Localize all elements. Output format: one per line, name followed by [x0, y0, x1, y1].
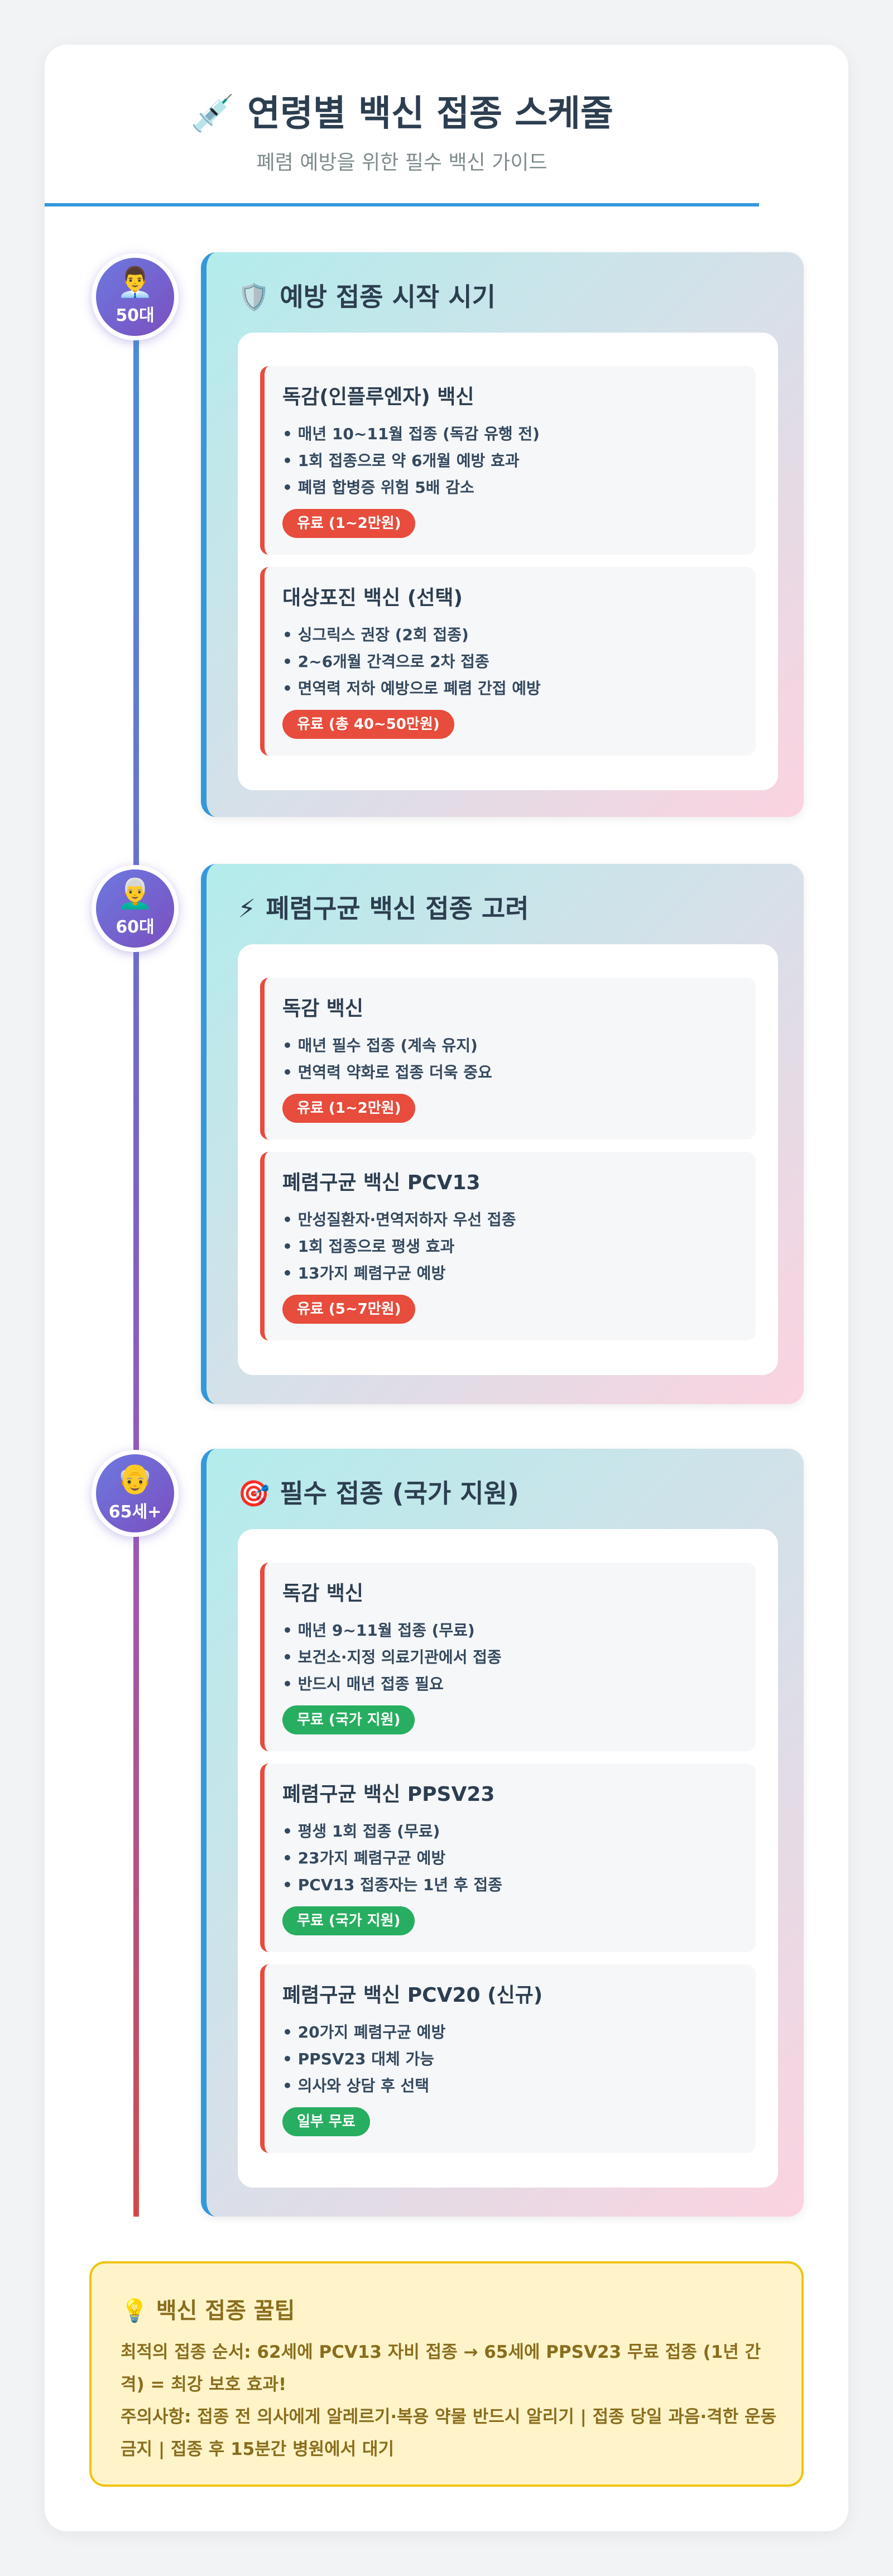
- cost-badge: 무료 (국가 지원): [282, 1705, 415, 1734]
- vaccine-card: 폐렴구균 백신 PCV13 만성질환자·면역저하자 우선 접종 1회 접종으로 …: [260, 1152, 756, 1340]
- vaccine-point: 매년 9~11월 접종 (무료): [282, 1617, 502, 1644]
- tips-box: 💡 백신 접종 꿀팁 최적의 접종 순서: 62세에 PCV13 자비 접종 →…: [89, 2261, 804, 2487]
- section-title: 🎯 필수 접종 (국가 지원): [238, 1473, 519, 1510]
- page-title: 💉 연령별 백신 접종 스케줄: [45, 85, 759, 136]
- vaccine-list-panel: 독감(인플루엔자) 백신 매년 10~11월 접종 (독감 유행 전) 1회 접…: [238, 333, 778, 790]
- vaccine-points: 매년 필수 접종 (계속 유지) 면역력 약화로 접종 더욱 중요: [282, 1032, 492, 1086]
- vaccine-point: 만성질환자·면역저하자 우선 접종: [282, 1207, 516, 1233]
- vaccine-name: 독감 백신: [282, 997, 364, 1020]
- vaccine-point: PCV13 접종자는 1년 후 접종: [282, 1872, 502, 1899]
- cost-badge: 유료 (5~7만원): [282, 1295, 416, 1324]
- page-subtitle: 폐렴 예방을 위한 필수 백신 가이드: [256, 151, 548, 174]
- vaccine-points: 매년 9~11월 접종 (무료) 보건소·지정 의료기관에서 접종 반드시 매년…: [282, 1617, 502, 1698]
- cost-badge: 유료 (1~2만원): [282, 1094, 416, 1123]
- page-title-text: 연령별 백신 접종 스케줄: [247, 93, 613, 134]
- vaccine-point: 매년 10~11월 접종 (독감 유행 전): [282, 421, 540, 448]
- vaccine-card: 독감 백신 매년 필수 접종 (계속 유지) 면역력 약화로 접종 더욱 중요 …: [260, 978, 756, 1140]
- age-badge-50s: 👨‍💼 50대: [92, 253, 179, 340]
- old-man-icon: 👴: [117, 1462, 153, 1496]
- syringe-icon: 💉: [190, 93, 235, 134]
- cost-badge: 일부 무료: [282, 2107, 370, 2136]
- tip-caution: 주의사항: 접종 전 의사에게 알레르기·복용 약물 반드시 알리기 | 접종 …: [121, 2407, 776, 2459]
- vaccine-point: 23가지 폐렴구균 예방: [282, 1845, 502, 1872]
- vaccine-point: 1회 접종으로 약 6개월 예방 효과: [282, 448, 540, 474]
- age-label: 65세+: [108, 1502, 162, 1522]
- vaccine-points: 싱그릭스 권장 (2회 접종) 2~6개월 간격으로 2차 접종 면역력 저하 …: [282, 622, 541, 702]
- vaccine-point: 면역력 저하 예방으로 폐렴 간접 예방: [282, 675, 541, 702]
- timeline-line: [133, 306, 139, 2217]
- section-title-text: 예방 접종 시작 시기: [280, 282, 496, 312]
- section-title-text: 폐렴구균 백신 접종 고려: [266, 893, 529, 924]
- vaccine-point: 20가지 폐렴구균 예방: [282, 2019, 446, 2046]
- vaccine-card: 폐렴구균 백신 PCV20 (신규) 20가지 폐렴구균 예방 PPSV23 대…: [260, 1964, 756, 2153]
- vaccine-point: 폐렴 합병증 위험 5배 감소: [282, 474, 540, 501]
- shield-icon: 🛡️: [238, 282, 270, 312]
- lightning-icon: ⚡: [238, 893, 256, 924]
- stage-section-60s: ⚡ 폐렴구균 백신 접종 고려 독감 백신 매년 필수 접종 (계속 유지) 면역…: [201, 864, 804, 1404]
- vaccine-point: 반드시 매년 접종 필요: [282, 1671, 502, 1698]
- age-badge-65plus: 👴 65세+: [92, 1450, 179, 1537]
- vaccine-point: 매년 필수 접종 (계속 유지): [282, 1032, 492, 1059]
- vaccine-point: 보건소·지정 의료기관에서 접종: [282, 1644, 502, 1671]
- vaccine-points: 20가지 폐렴구균 예방 PPSV23 대체 가능 의사와 상담 후 선택: [282, 2019, 446, 2099]
- vaccine-name: 폐렴구균 백신 PCV20 (신규): [282, 1984, 543, 2007]
- vaccine-point: 1회 접종으로 평생 효과: [282, 1233, 516, 1260]
- vaccine-card: 대상포진 백신 (선택) 싱그릭스 권장 (2회 접종) 2~6개월 간격으로 …: [260, 567, 756, 756]
- vaccine-point: 면역력 약화로 접종 더욱 중요: [282, 1059, 492, 1086]
- vaccine-point: 의사와 상담 후 선택: [282, 2073, 445, 2099]
- vaccine-name: 독감(인플루엔자) 백신: [282, 386, 474, 408]
- stage-section-50s: 🛡️ 예방 접종 시작 시기 독감(인플루엔자) 백신 매년 10~11월 접종 …: [201, 252, 804, 817]
- cost-badge: 무료 (국가 지원): [282, 1906, 415, 1935]
- vaccine-card: 독감(인플루엔자) 백신 매년 10~11월 접종 (독감 유행 전) 1회 접…: [260, 366, 756, 555]
- age-badge-60s: 👨‍🦳 60대: [92, 865, 179, 952]
- section-title: ⚡ 폐렴구균 백신 접종 고려: [238, 888, 529, 925]
- vaccine-list-panel: 독감 백신 매년 9~11월 접종 (무료) 보건소·지정 의료기관에서 접종 …: [238, 1529, 778, 2188]
- tips-body: 최적의 접종 순서: 62세에 PCV13 자비 접종 → 65세에 PPSV2…: [121, 2336, 777, 2466]
- vaccine-points: 평생 1회 접종 (무료) 23가지 폐렴구균 예방 PCV13 접종자는 1년…: [282, 1818, 502, 1899]
- vaccine-point: PPSV23 대체 가능: [282, 2046, 445, 2073]
- vaccine-point: 13가지 폐렴구균 예방: [282, 1260, 516, 1287]
- vaccine-name: 대상포진 백신 (선택): [282, 587, 463, 609]
- vaccine-name: 폐렴구균 백신 PCV13: [282, 1171, 481, 1194]
- lightbulb-icon: 💡: [121, 2298, 148, 2324]
- target-icon: 🎯: [238, 1478, 270, 1508]
- office-worker-icon: 👨‍💼: [117, 266, 153, 299]
- vaccine-card: 폐렴구균 백신 PPSV23 평생 1회 접종 (무료) 23가지 폐렴구균 예…: [260, 1763, 756, 1952]
- vaccine-points: 매년 10~11월 접종 (독감 유행 전) 1회 접종으로 약 6개월 예방 …: [282, 421, 540, 501]
- tips-title-text: 백신 접종 꿀팁: [156, 2298, 295, 2324]
- vaccine-name: 독감 백신: [282, 1582, 364, 1605]
- vaccine-point: 평생 1회 접종 (무료): [282, 1818, 502, 1845]
- section-title-text: 필수 접종 (국가 지원): [280, 1478, 519, 1508]
- page-header: 💉 연령별 백신 접종 스케줄 폐렴 예방을 위한 필수 백신 가이드: [45, 45, 759, 205]
- header-divider: [45, 203, 759, 206]
- vaccine-list-panel: 독감 백신 매년 필수 접종 (계속 유지) 면역력 약화로 접종 더욱 중요 …: [238, 944, 778, 1375]
- cost-badge: 유료 (1~2만원): [282, 509, 416, 538]
- age-label: 50대: [116, 306, 155, 325]
- tips-title: 💡 백신 접종 꿀팁: [121, 2293, 295, 2325]
- vaccine-point: 싱그릭스 권장 (2회 접종): [282, 622, 541, 648]
- age-label: 60대: [116, 917, 155, 937]
- vaccine-card: 독감 백신 매년 9~11월 접종 (무료) 보건소·지정 의료기관에서 접종 …: [260, 1563, 756, 1751]
- vaccine-name: 폐렴구균 백신 PPSV23: [282, 1783, 495, 1806]
- cost-badge: 유료 (총 40~50만원): [282, 710, 454, 739]
- section-title: 🛡️ 예방 접종 시작 시기: [238, 277, 496, 314]
- white-haired-man-icon: 👨‍🦳: [117, 877, 153, 911]
- vaccine-points: 만성질환자·면역저하자 우선 접종 1회 접종으로 평생 효과 13가지 폐렴구…: [282, 1207, 516, 1287]
- tip-order: 최적의 접종 순서: 62세에 PCV13 자비 접종 → 65세에 PPSV2…: [121, 2342, 761, 2395]
- stage-section-65plus: 🎯 필수 접종 (국가 지원) 독감 백신 매년 9~11월 접종 (무료) 보건…: [201, 1449, 804, 2217]
- vaccine-point: 2~6개월 간격으로 2차 접종: [282, 648, 541, 675]
